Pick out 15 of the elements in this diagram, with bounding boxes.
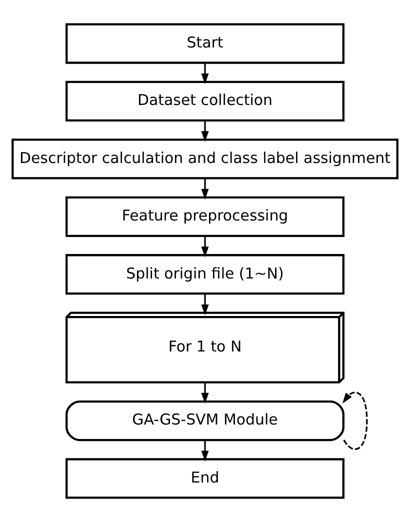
arrow (201, 120, 209, 142)
arrow (201, 382, 209, 404)
node-box: End (66, 458, 344, 499)
arrow (201, 178, 209, 200)
node-box: Dataset collection (66, 80, 344, 122)
node-box: Feature preprocessing (66, 196, 344, 237)
arrow (201, 294, 209, 316)
node-box: Start (66, 23, 344, 64)
node-box: Descriptor calculation and class label assignment (12, 138, 398, 180)
arrow (201, 62, 209, 84)
arrow (342, 392, 368, 450)
arrow (201, 440, 209, 462)
node-box: GA-GS-SVM Module (66, 400, 344, 442)
arrow (201, 236, 209, 258)
node-box: Split origin file (1~N) (66, 254, 344, 295)
